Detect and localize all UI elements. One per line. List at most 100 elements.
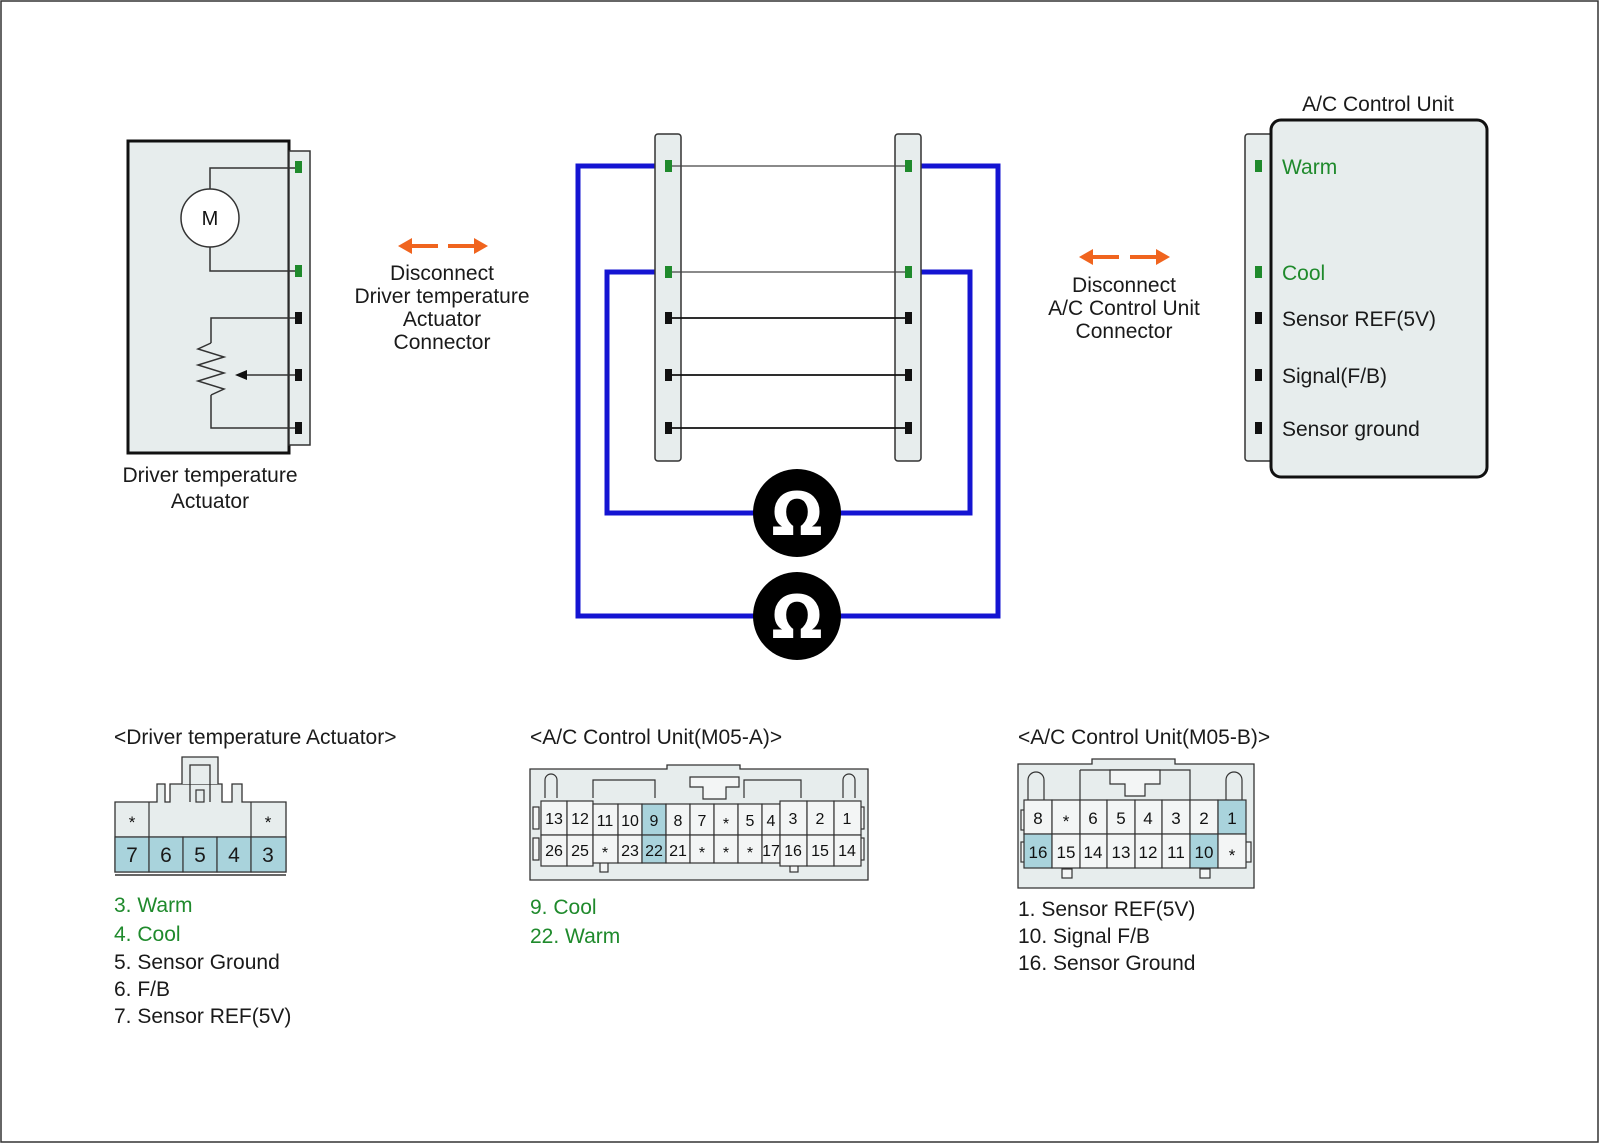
connector-m05a: <A/C Control Unit(M05-A)> xyxy=(529,726,869,948)
connector-pin-label: 5 xyxy=(1116,809,1125,828)
legend-line: 9. Cool xyxy=(530,896,597,919)
harness-pin xyxy=(905,266,912,278)
connector-pin-label: 15 xyxy=(811,843,829,860)
legend-line: 4. Cool xyxy=(114,923,181,946)
harness-test-setup: Ω Ω xyxy=(575,133,1001,660)
connector-pin-label: 10 xyxy=(1195,843,1214,862)
ohmmeter-warm: Ω xyxy=(753,572,841,660)
legend-line: 16. Sensor Ground xyxy=(1018,952,1195,975)
wiper-arrow xyxy=(235,370,247,380)
disconnect-left-line4: Connector xyxy=(394,331,491,354)
connector-pin-label: 1 xyxy=(1227,809,1236,828)
harness-connector-left xyxy=(654,133,682,462)
actuator-pin-ground xyxy=(295,422,302,434)
connector-pin-label: 16 xyxy=(1029,843,1048,862)
connector-pin-label: * xyxy=(723,816,729,833)
legend-line: 3. Warm xyxy=(114,894,193,917)
disconnect-right-line1: Disconnect xyxy=(1072,274,1176,297)
connector-m05b: <A/C Control Unit(M05-B)> xyxy=(1017,726,1270,975)
legend-line: 6. F/B xyxy=(114,978,170,1001)
connector-pin-label: 3 xyxy=(262,844,274,867)
m05a-top-row xyxy=(540,800,862,836)
connector-pin-label: * xyxy=(1063,812,1070,831)
connector-pin-label: 6 xyxy=(1088,809,1097,828)
connector-pin-label: * xyxy=(129,813,136,832)
actuator-pin-cool xyxy=(295,265,302,277)
connector-pin-label: 11 xyxy=(1167,843,1185,862)
connector-pin-label: 7 xyxy=(698,813,707,830)
actuator-pin-ref xyxy=(295,312,302,324)
connector-pin-label: * xyxy=(747,845,753,862)
connector-pin-label: 23 xyxy=(621,843,639,860)
connector-m05a-title: <A/C Control Unit(M05-A)> xyxy=(530,726,782,749)
connector-pin-label: * xyxy=(699,845,705,862)
m05b-top-row xyxy=(1023,799,1247,835)
legend-line: 10. Signal F/B xyxy=(1018,925,1150,948)
control-unit-pin xyxy=(1255,266,1262,278)
control-unit-body xyxy=(1269,118,1489,479)
control-unit-pin xyxy=(1255,312,1262,324)
connector-pin-label: 22 xyxy=(645,843,663,860)
connector-pin-label: 12 xyxy=(1139,843,1158,862)
connector-pin-label: 13 xyxy=(545,811,563,828)
legend-line: 7. Sensor REF(5V) xyxy=(114,1005,291,1028)
harness-pin xyxy=(665,312,672,324)
control-unit-pin xyxy=(1255,369,1262,381)
potentiometer-symbol xyxy=(195,342,227,396)
connector-pin-label: 16 xyxy=(784,843,802,860)
harness-pin xyxy=(665,266,672,278)
control-unit-title: A/C Control Unit xyxy=(1302,93,1454,116)
harness-pin xyxy=(905,422,912,434)
connector-pin-label: 7 xyxy=(126,844,138,867)
connector-pin-label: 5 xyxy=(194,844,206,867)
connector-pin-label: 26 xyxy=(545,843,563,860)
connector-pin-label: * xyxy=(723,845,729,862)
connector-pin-label: * xyxy=(602,845,608,862)
connector-pin-label: 15 xyxy=(1057,843,1076,862)
disconnect-right-line2: A/C Control Unit xyxy=(1048,297,1200,320)
connector-pin-label: 10 xyxy=(621,813,639,830)
connector-pin-label: 3 xyxy=(1171,809,1180,828)
connector-pin-label: 25 xyxy=(571,843,589,860)
harness-pin xyxy=(905,369,912,381)
m05a-bottom-row xyxy=(540,834,862,867)
connector-pin-label: 2 xyxy=(1199,809,1208,828)
pin-label-warm: Warm xyxy=(1282,156,1337,179)
ohm-icon: Ω xyxy=(771,583,822,653)
m05b-bottom-row xyxy=(1023,833,1247,869)
connector-pin-label: 4 xyxy=(228,844,240,867)
disconnect-left-line1: Disconnect xyxy=(390,262,494,285)
connector-pin-label: 11 xyxy=(597,813,614,830)
connector-pin-label: * xyxy=(265,813,272,832)
connector-pin-label: 4 xyxy=(767,813,776,830)
legend-line: 1. Sensor REF(5V) xyxy=(1018,898,1195,921)
connector-pin-label: 17 xyxy=(762,843,780,860)
control-unit-pin xyxy=(1255,160,1262,172)
connector-pin-label: 5 xyxy=(746,813,755,830)
connector-pin-label: 1 xyxy=(843,811,852,828)
harness-pin xyxy=(905,160,912,172)
ohm-icon: Ω xyxy=(771,480,822,550)
connector-pin-label: 12 xyxy=(571,811,589,828)
harness-connector-right xyxy=(894,133,922,462)
pin-label-cool: Cool xyxy=(1282,262,1325,285)
motor-label: M xyxy=(202,208,219,230)
actuator-unit: M Driver temperature Actuator xyxy=(122,139,311,513)
actuator-title-line2: Actuator xyxy=(171,490,249,513)
disconnect-right-line3: Connector xyxy=(1076,320,1173,343)
harness-pin xyxy=(905,312,912,324)
control-unit-pin xyxy=(1255,422,1262,434)
connector-pin-label: 13 xyxy=(1112,843,1131,862)
connector-pin-label: 8 xyxy=(674,813,683,830)
connector-actuator-title: <Driver temperature Actuator> xyxy=(114,726,396,749)
disconnect-left-line3: Actuator xyxy=(403,308,481,331)
pin-label-sensor-ground: Sensor ground xyxy=(1282,418,1420,441)
connector-pin-label: 2 xyxy=(816,811,825,828)
actuator-pin-warm xyxy=(295,161,302,173)
harness-pin xyxy=(665,422,672,434)
connector-pin-label: 14 xyxy=(1084,843,1103,862)
connector-pin-label: 6 xyxy=(160,844,172,867)
actuator-body xyxy=(126,139,291,455)
connector-m05b-title: <A/C Control Unit(M05-B)> xyxy=(1018,726,1270,749)
